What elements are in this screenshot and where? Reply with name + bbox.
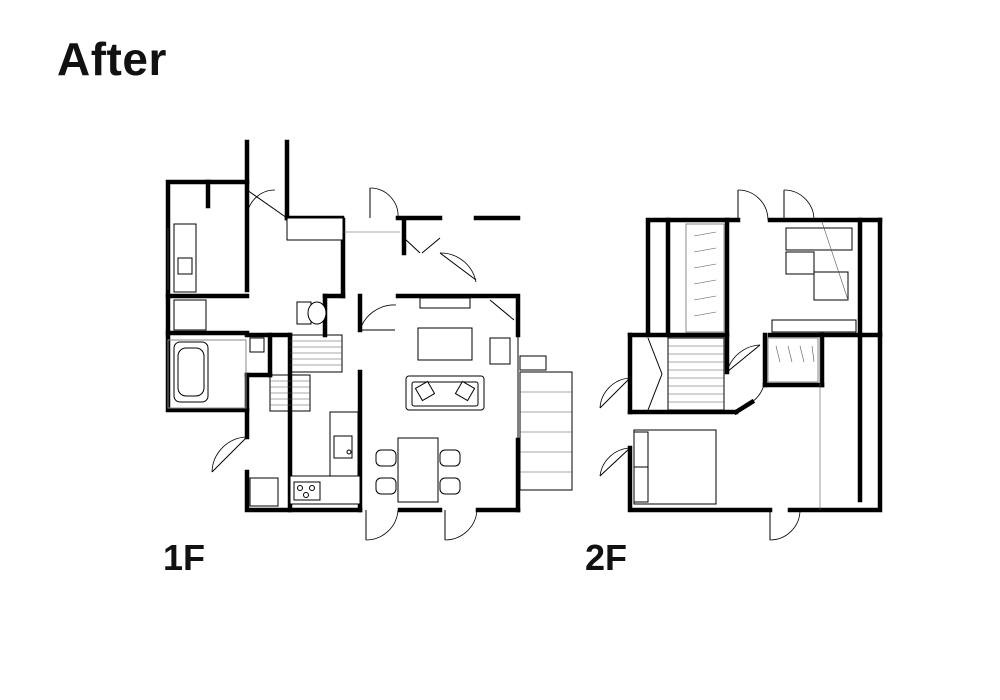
fridge: [249, 477, 279, 507]
stairs-2f: [647, 337, 725, 411]
study-chair: [813, 271, 849, 301]
side-table: [489, 337, 511, 365]
fixtures-2f: [633, 221, 857, 510]
dining-table: [397, 437, 439, 503]
floor-label-2f: 2F: [585, 537, 628, 578]
stairs-1f: [269, 334, 343, 412]
doors-1f: [211, 187, 478, 541]
entrance-shoe-cabinet: [286, 217, 344, 241]
wood-deck: [517, 335, 573, 491]
study-desk: [785, 227, 853, 251]
fixtures-1f: [167, 217, 573, 507]
coffee-table: [417, 327, 473, 361]
bedroom-closet: [767, 337, 819, 383]
washing-machine: [173, 299, 207, 331]
floor-plan-2f: [599, 189, 883, 541]
study-shelf: [771, 319, 857, 333]
floor-plan-1f: [165, 139, 573, 541]
floor-label-1f: 1F: [163, 537, 206, 578]
doors-2f: [599, 189, 815, 541]
page-title: After: [57, 33, 167, 85]
walk-in-closet: [685, 223, 725, 333]
tv-stand: [419, 297, 471, 309]
